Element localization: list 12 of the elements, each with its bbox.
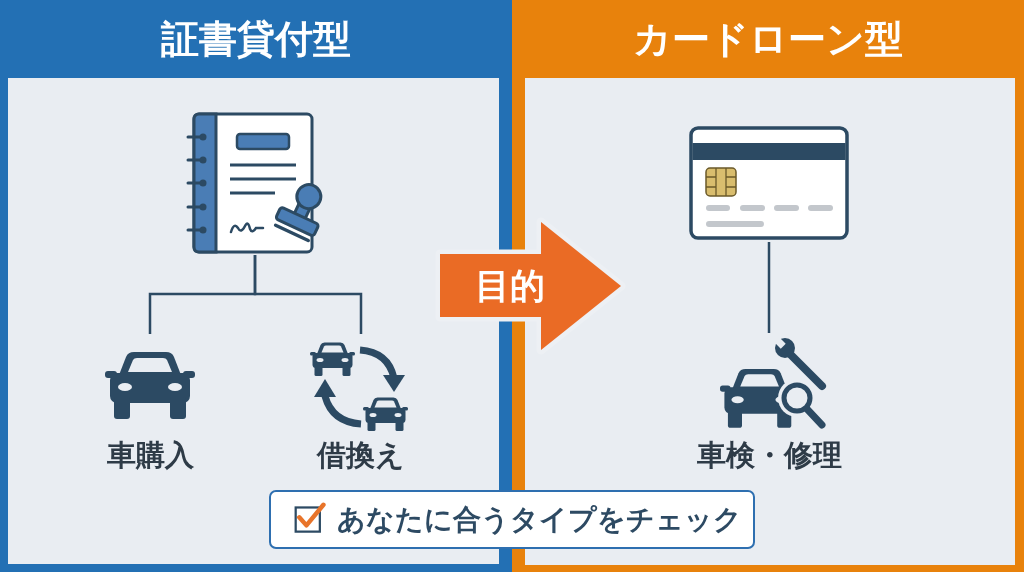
category-label: 借換え (317, 438, 405, 472)
category-panel (512, 0, 1024, 572)
connector-line (253, 255, 363, 334)
panel-title: 証書貸付型 (161, 17, 351, 61)
panel-title: カードローン型 (633, 17, 903, 61)
category-label: 車検・修理 (696, 438, 842, 472)
category-panel (0, 0, 512, 572)
category-label: 車購入 (106, 438, 194, 472)
connector-line (767, 242, 771, 333)
banner-text: あなたに合うタイプをチェック (337, 502, 742, 537)
arrow-label: 目的 (475, 266, 545, 306)
callout-banner (269, 490, 755, 549)
